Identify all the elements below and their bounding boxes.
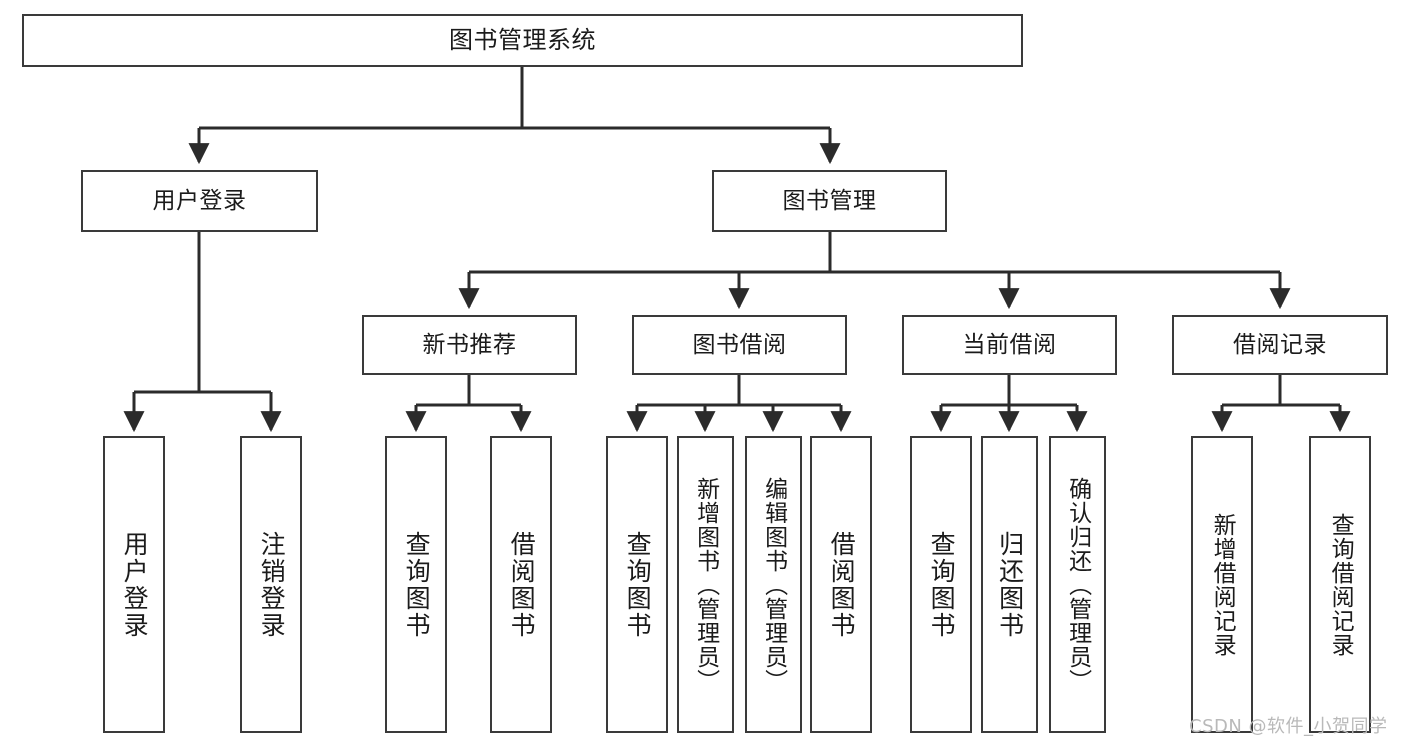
node-leaf-edit-book-admin[interactable]: 编辑图书（管理员） [745,436,802,733]
node-leaf-return-book[interactable]: 归还图书 [981,436,1038,733]
node-label: 注销登录 [257,530,287,639]
node-label: 查询图书 [927,530,957,639]
node-label: 图书管理系统 [449,25,596,54]
node-label: 当前借阅 [962,331,1057,358]
node-new-book-recommend[interactable]: 新书推荐 [362,315,577,375]
node-leaf-add-book-admin[interactable]: 新增图书（管理员） [677,436,734,733]
node-book-borrow[interactable]: 图书借阅 [632,315,847,375]
node-leaf-query-book-3[interactable]: 查询图书 [910,436,972,733]
node-label: 新增借阅记录 [1209,512,1236,657]
node-label: 查询图书 [402,530,432,639]
node-leaf-query-book-2[interactable]: 查询图书 [606,436,668,733]
node-label: 图书管理 [782,187,877,214]
node-leaf-user-login[interactable]: 用户登录 [103,436,165,733]
node-borrow-record[interactable]: 借阅记录 [1172,315,1388,375]
node-label: 确认归还（管理员） [1064,476,1091,693]
node-label: 编辑图书（管理员） [760,476,787,693]
node-leaf-confirm-return-admin[interactable]: 确认归还（管理员） [1049,436,1106,733]
node-leaf-borrow-book-2[interactable]: 借阅图书 [810,436,872,733]
node-leaf-add-borrow-record[interactable]: 新增借阅记录 [1191,436,1253,733]
node-label: 归还图书 [995,530,1025,639]
node-label: 借阅图书 [827,530,857,639]
node-leaf-query-borrow-record[interactable]: 查询借阅记录 [1309,436,1371,733]
node-label: 查询图书 [623,530,653,639]
node-label: 借阅记录 [1233,331,1327,358]
node-label: 查询借阅记录 [1327,512,1354,657]
node-label: 新书推荐 [422,331,517,358]
node-leaf-query-book-1[interactable]: 查询图书 [385,436,447,733]
node-label: 借阅图书 [507,530,537,639]
node-label: 图书借阅 [692,331,787,358]
node-leaf-logout-login[interactable]: 注销登录 [240,436,302,733]
node-root-book-management-system[interactable]: 图书管理系统 [22,14,1023,67]
node-label: 用户登录 [152,187,247,214]
node-leaf-borrow-book-1[interactable]: 借阅图书 [490,436,552,733]
node-book-management[interactable]: 图书管理 [712,170,947,232]
node-label: 用户登录 [120,530,150,639]
node-current-borrow[interactable]: 当前借阅 [902,315,1117,375]
node-label: 新增图书（管理员） [692,476,719,693]
node-user-login[interactable]: 用户登录 [81,170,318,232]
